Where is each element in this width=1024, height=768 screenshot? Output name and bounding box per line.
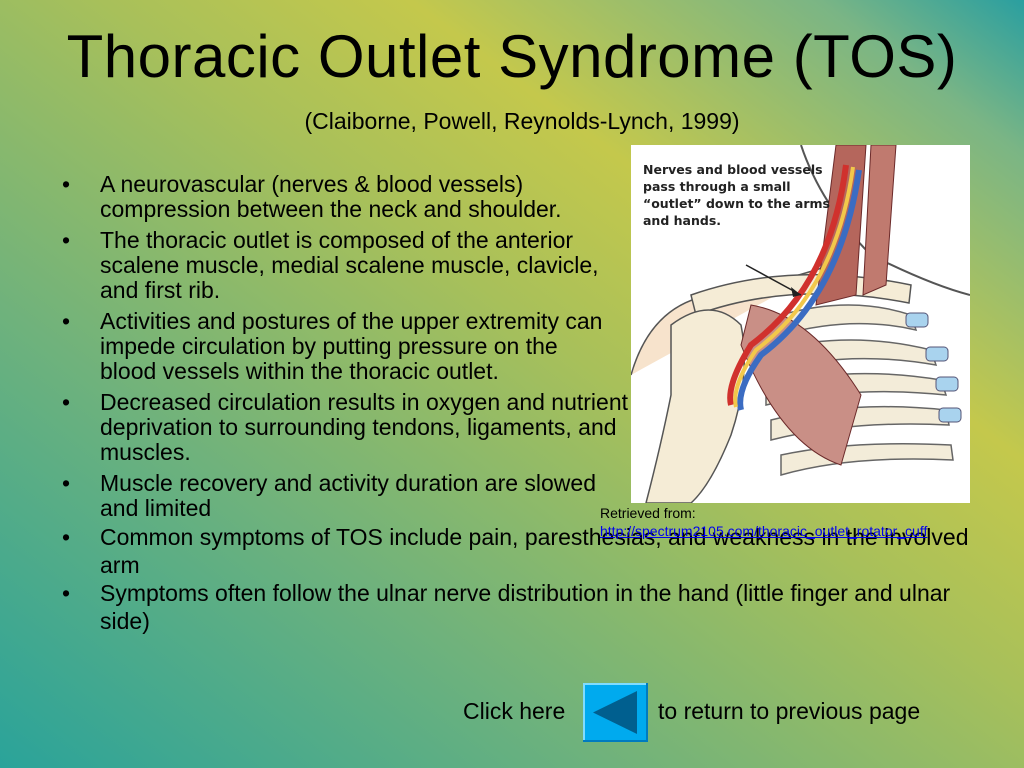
bullet-item: Symptoms often follow the ulnar nerve di…: [58, 579, 980, 635]
bullet-item: Decreased circulation results in oxygen …: [58, 390, 645, 465]
figure-caption: Nerves and blood vessels pass through a …: [643, 162, 830, 228]
source-citation: Retrieved from: http://spectrum2105.com/…: [600, 504, 927, 540]
anatomy-illustration: Nerves and blood vessels pass through a …: [630, 144, 971, 504]
back-triangle-icon: [593, 691, 637, 734]
nav-return-text: to return to previous page: [658, 698, 921, 724]
shoulder-anatomy-drawing: [630, 144, 971, 504]
slide-subtitle: (Claiborne, Powell, Reynolds-Lynch, 1999…: [304, 108, 740, 134]
bullet-item: The thoracic outlet is composed of the a…: [58, 228, 620, 303]
source-link[interactable]: http://spectrum2105.com/thoracic_outlet_…: [600, 523, 928, 539]
bullet-list: A neurovascular (nerves & blood vessels)…: [58, 172, 980, 635]
slide-title: Thoracic Outlet Syndrome (TOS): [66, 23, 958, 90]
source-label: Retrieved from:: [600, 505, 696, 521]
bullet-item: Muscle recovery and activity duration ar…: [58, 471, 620, 521]
nav-click-here-text: Click here: [463, 698, 566, 724]
bullet-item: A neurovascular (nerves & blood vessels)…: [58, 172, 620, 222]
back-button[interactable]: [583, 683, 648, 742]
bullet-item: Common symptoms of TOS include pain, par…: [58, 523, 980, 579]
bullet-item: Activities and postures of the upper ext…: [58, 309, 620, 384]
